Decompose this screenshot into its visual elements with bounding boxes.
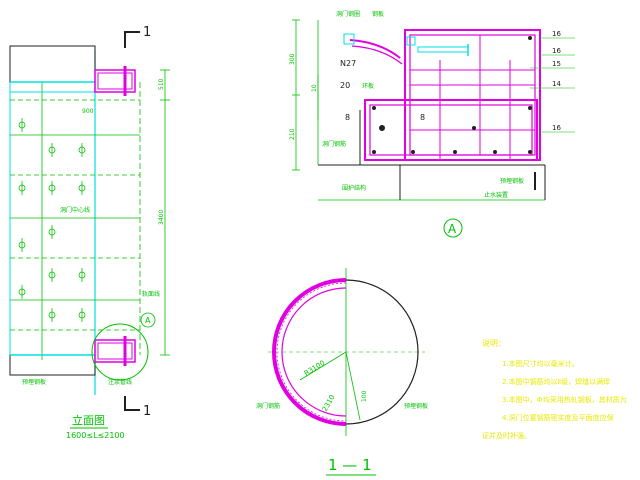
ring-bottom-rebar [94, 339, 136, 363]
label-right-14: 14 [552, 80, 561, 88]
note-item-1: 1.本图尺寸均以毫米计。 [502, 359, 579, 368]
label-bottom-right1: 预埋钢板 [500, 177, 524, 185]
detail-circle [91, 323, 149, 381]
elevation-view: 1 1 [9, 25, 170, 440]
ring-top-rebar [94, 69, 136, 93]
curved-plate [349, 39, 401, 59]
top-slab [9, 45, 96, 83]
elevation-range: 1600≤L≤2100 [66, 431, 125, 440]
callout-a-circle [443, 218, 463, 238]
rebar-cage-lower [364, 99, 538, 161]
dim-10: 10 [311, 84, 318, 92]
notes-block: 说明： 1.本图尺寸均以毫米计。 2.本图中钢筋均以Ⅱ级，焊缝以满焊 3.本图中… [482, 338, 627, 440]
dim-top: 510 [158, 78, 165, 90]
elevation-title: 立面图 [72, 413, 105, 427]
label-2310: 2310 [321, 394, 337, 413]
dim-side: 900 [82, 108, 94, 115]
note-item-3: 3.本图中，Ф均采用热轧钢板，其材质为 [502, 395, 627, 404]
section-mark-bottom-number: 1 [143, 404, 151, 419]
notes-heading: 说明： [482, 338, 506, 348]
section-1-1-view: R3100 2310 100 洞门钢筋 预埋钢板 1 — 1 [256, 268, 428, 476]
dim-300: 300 [289, 53, 296, 65]
label-section-right: 预埋钢板 [404, 402, 428, 410]
label-bottom-right2: 止水装置 [484, 191, 508, 199]
section-mark-top-number: 1 [143, 25, 151, 40]
label-right-16b: 16 [552, 47, 561, 55]
anchor-bolts [18, 118, 86, 322]
label-bottom-plate: 预埋钢板 [22, 378, 46, 386]
label-right-16a: 16 [552, 30, 561, 38]
label-top-left: 洞门钢圈 [336, 10, 360, 18]
section-mark-bottom [124, 396, 140, 411]
bottom-slab [9, 354, 96, 376]
label-r3100: R3100 [303, 359, 326, 378]
label-section-left: 洞门钢筋 [256, 402, 280, 410]
label-small-dim: 100 [361, 390, 368, 402]
ring-rebar-band [272, 278, 347, 426]
label-right-16c: 16 [552, 124, 561, 132]
label-8b: 8 [420, 113, 425, 122]
label-center: 洞门中心线 [60, 206, 90, 214]
dim-mid: 3400 [158, 210, 165, 225]
detail-ref: A [145, 316, 151, 325]
callout-a: A [448, 222, 457, 236]
label-rail-edge: 轨面线 [142, 290, 160, 298]
detail-ref-circle [140, 312, 156, 328]
rebar-cage-outer [404, 29, 541, 161]
detail-a-view: 300 210 10 [289, 10, 575, 238]
note-item-4: 4.洞门位置钢筋密实度及平面度应保 [502, 413, 614, 422]
label-n27: N27 [340, 59, 356, 68]
label-grout-line: 注浆管线 [108, 378, 132, 386]
label-bottom-left: 洞门钢筋 [322, 140, 346, 148]
note-item-2: 2.本图中钢筋均以Ⅱ级，焊缝以满焊 [502, 377, 610, 386]
note-item-5: 证并及时补强。 [482, 431, 531, 440]
dim-210: 210 [289, 128, 296, 140]
label-20: 20 [340, 81, 350, 90]
rebar-dots [372, 36, 532, 154]
label-8a: 8 [345, 113, 350, 122]
label-bottom-mid: 围护结构 [342, 184, 366, 192]
label-right-15: 15 [552, 60, 561, 68]
label-mid-left: 环板 [362, 82, 374, 90]
section-mark-top [124, 31, 140, 48]
label-top-mid: 钢板 [372, 10, 384, 18]
section-title: 1 — 1 [328, 456, 372, 474]
